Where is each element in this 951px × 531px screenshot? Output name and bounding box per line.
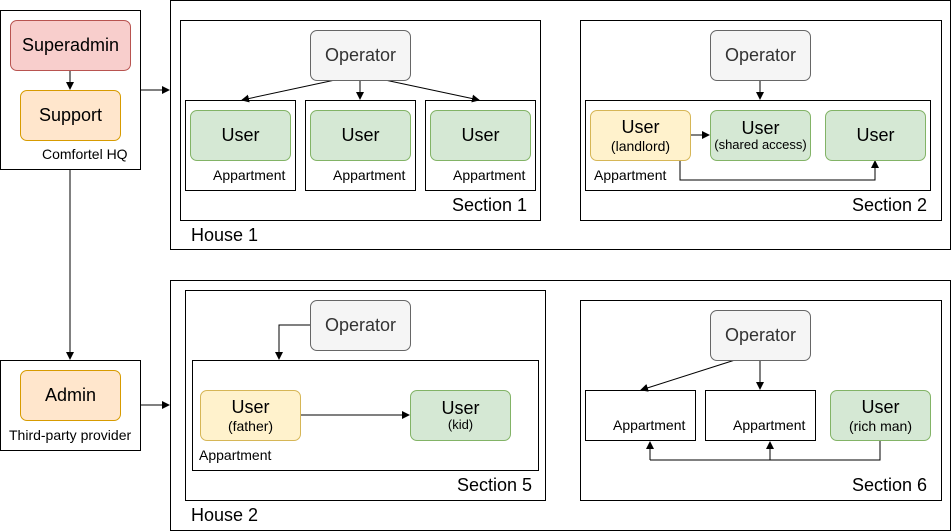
- admin-label: Admin: [44, 385, 97, 406]
- apartment-label: Appartment: [199, 447, 272, 463]
- user-label: User: [861, 397, 900, 418]
- house-2-label: House 2: [191, 505, 259, 525]
- superadmin-label: Superadmin: [21, 35, 120, 56]
- house-1-label: House 1: [191, 225, 259, 245]
- admin-node: Admin: [20, 370, 121, 421]
- role-label: (shared access): [714, 137, 807, 153]
- user-label: User: [441, 397, 480, 418]
- role-label: (father): [227, 417, 274, 434]
- apartment-label: Appartment: [453, 167, 526, 183]
- support-label: Support: [38, 105, 103, 126]
- user-label: User: [221, 125, 260, 146]
- apartment-label: Appartment: [333, 167, 406, 183]
- section-1-user-1-node: User: [190, 110, 291, 161]
- role-label: (rich man): [848, 417, 912, 434]
- apartment-label: Appartment: [733, 417, 806, 433]
- section-2-operator-node: Operator: [710, 30, 811, 81]
- section-2-label: Section 2: [852, 195, 928, 215]
- section-6-label: Section 6: [852, 475, 928, 495]
- support-node: Support: [20, 90, 121, 141]
- father-user-node: User (father): [200, 390, 301, 441]
- section-2-user-3-node: User: [825, 110, 926, 161]
- user-label: User: [231, 397, 270, 418]
- third-party-provider-label: Third-party provider: [9, 427, 132, 443]
- section-1-operator-node: Operator: [310, 30, 411, 81]
- section-6-apartment-1: [585, 390, 696, 441]
- section-5-operator-node: Operator: [310, 300, 411, 351]
- section-1-label: Section 1: [452, 195, 528, 215]
- operator-label: Operator: [724, 45, 797, 66]
- role-label: (landlord): [610, 137, 671, 154]
- apartment-label: Appartment: [213, 167, 286, 183]
- operator-label: Operator: [324, 315, 397, 336]
- user-label: User: [461, 125, 500, 146]
- apartment-label: Appartment: [613, 417, 686, 433]
- superadmin-node: Superadmin: [10, 20, 131, 71]
- comfortel-hq-label: Comfortel HQ: [42, 146, 128, 162]
- user-label: User: [341, 125, 380, 146]
- landlord-user-node: User (landlord): [590, 110, 691, 161]
- section-1-user-3-node: User: [430, 110, 531, 161]
- user-label: User: [856, 125, 895, 146]
- role-label: (kid): [447, 417, 474, 433]
- kid-user-node: User (kid): [410, 390, 511, 441]
- section-6-operator-node: Operator: [710, 310, 811, 361]
- operator-label: Operator: [324, 45, 397, 66]
- operator-label: Operator: [724, 325, 797, 346]
- apartment-label: Appartment: [594, 167, 667, 183]
- user-label: User: [621, 117, 660, 138]
- section-5-label: Section 5: [457, 475, 533, 495]
- user-label: User: [741, 117, 780, 138]
- rich-man-user-node: User (rich man): [830, 390, 931, 441]
- shared-access-user-node: User (shared access): [710, 110, 811, 161]
- section-1-user-2-node: User: [310, 110, 411, 161]
- section-6-apartment-2: [705, 390, 816, 441]
